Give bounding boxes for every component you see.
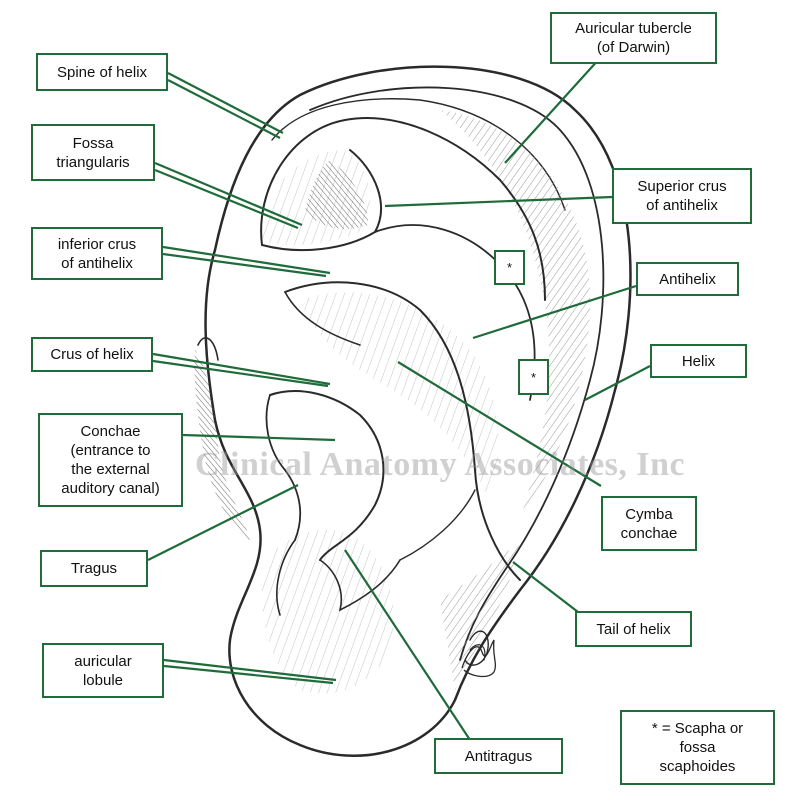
label-inferior-crus: inferior crus of antihelix <box>31 227 163 280</box>
label-text: Spine of helix <box>56 63 148 81</box>
label-text: auditory canal) <box>61 480 160 497</box>
leader-tragus <box>147 484 299 561</box>
label-text: Helix <box>681 352 716 370</box>
label-antitragus: Antitragus <box>434 738 563 774</box>
leader-crus-of-helix-2 <box>152 359 329 388</box>
leader-antihelix <box>472 284 637 340</box>
label-superior-crus: Superior crus of antihelix <box>612 168 752 224</box>
artist-signature <box>461 639 497 678</box>
watermark: Clinical Anatomy Associates, Inc <box>195 446 686 483</box>
label-text: Superior crus <box>637 178 727 195</box>
label-conchae: Conchae (entrance to the external audito… <box>38 413 183 507</box>
label-text: Tail of helix <box>596 620 671 638</box>
label-text: auricular <box>74 652 132 670</box>
leader-lines <box>147 57 651 741</box>
label-cymba-conchae: Cymba conchae <box>601 496 697 551</box>
leader-antitragus <box>344 549 471 741</box>
label-text: the external <box>71 461 150 478</box>
scapha-marker: * <box>518 359 549 395</box>
label-text: Crus of helix <box>50 346 134 363</box>
legend-text: * = Scapha or <box>651 720 744 737</box>
label-tail-of-helix: Tail of helix <box>575 611 692 647</box>
label-text: lobule <box>82 671 124 689</box>
leader-inferior-crus <box>162 245 331 275</box>
leader-auricular-tubercle <box>504 57 601 164</box>
label-text: Conchae <box>80 423 141 440</box>
label-text: of antihelix <box>61 254 133 272</box>
label-text: Auricular tubercle <box>575 20 692 37</box>
label-text: inferior crus <box>57 235 137 253</box>
label-crus-of-helix: Crus of helix <box>31 337 153 372</box>
leader-helix <box>584 365 651 401</box>
label-auricular-tubercle: Auricular tubercle (of Darwin) <box>550 12 717 64</box>
leader-auricular-lobule <box>163 658 337 682</box>
label-text: Antitragus <box>464 747 533 765</box>
leader-tail-of-helix <box>512 561 579 613</box>
label-text: Fossa <box>72 134 114 152</box>
leader-auricular-lobule-2 <box>163 664 334 685</box>
leader-superior-crus <box>384 195 613 208</box>
label-helix: Helix <box>650 344 747 378</box>
label-text: conchae <box>620 524 678 542</box>
label-text: Antihelix <box>659 270 716 288</box>
label-fossa-triangularis: Fossa triangularis <box>31 124 155 181</box>
leader-crus-of-helix <box>152 352 331 386</box>
leader-conchae <box>182 433 336 442</box>
scapha-legend: * = Scapha or fossa scaphoides <box>620 710 775 785</box>
label-antihelix: Antihelix <box>636 262 739 296</box>
legend-text: scaphoides <box>659 758 736 775</box>
leader-fossa-triangularis-2 <box>154 168 299 230</box>
label-text: Tragus <box>70 560 118 577</box>
label-text: (entrance to <box>70 442 151 459</box>
ear-shading <box>194 110 591 694</box>
leader-spine-of-helix <box>167 72 284 134</box>
label-tragus: Tragus <box>40 550 148 587</box>
label-text: triangularis <box>56 153 130 171</box>
label-text: of antihelix <box>646 197 718 214</box>
scapha-marker: * <box>494 250 525 285</box>
leader-inferior-crus-2 <box>162 252 327 278</box>
label-auricular-lobule: auricular lobule <box>42 643 164 698</box>
legend-text: fossa <box>679 739 716 756</box>
leader-spine-of-helix-2 <box>167 79 281 139</box>
leader-cymba-conchae <box>397 361 602 487</box>
leader-fossa-triangularis <box>154 161 303 227</box>
label-text: (of Darwin) <box>596 39 671 56</box>
label-text: Cymba <box>625 505 673 523</box>
label-spine-of-helix: Spine of helix <box>36 53 168 91</box>
